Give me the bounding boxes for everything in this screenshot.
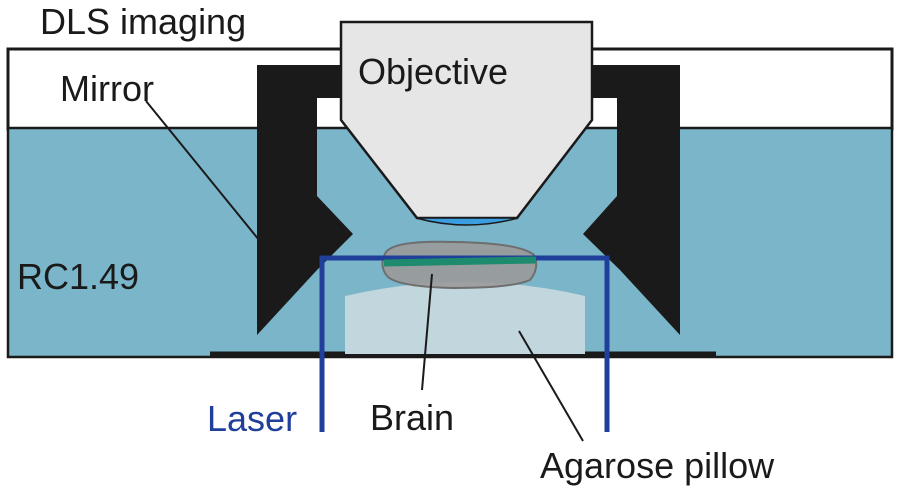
agarose-label: Agarose pillow xyxy=(540,445,775,486)
brain-label: Brain xyxy=(370,397,454,438)
brain-leader-line xyxy=(421,273,433,391)
laser-label: Laser xyxy=(207,398,297,439)
mirror-leader-line xyxy=(145,100,260,241)
mirror-label: Mirror xyxy=(60,68,154,109)
diagram-title: DLS imaging xyxy=(40,1,246,42)
right-mirror xyxy=(583,65,680,335)
light-sheet xyxy=(383,256,537,267)
objective-label: Objective xyxy=(358,51,508,92)
objective-lens xyxy=(415,217,519,226)
left-mirror xyxy=(257,65,353,335)
agarose-pillow xyxy=(345,282,585,354)
medium-label: RC1.49 xyxy=(17,256,139,297)
agarose-leader-line xyxy=(518,330,584,442)
